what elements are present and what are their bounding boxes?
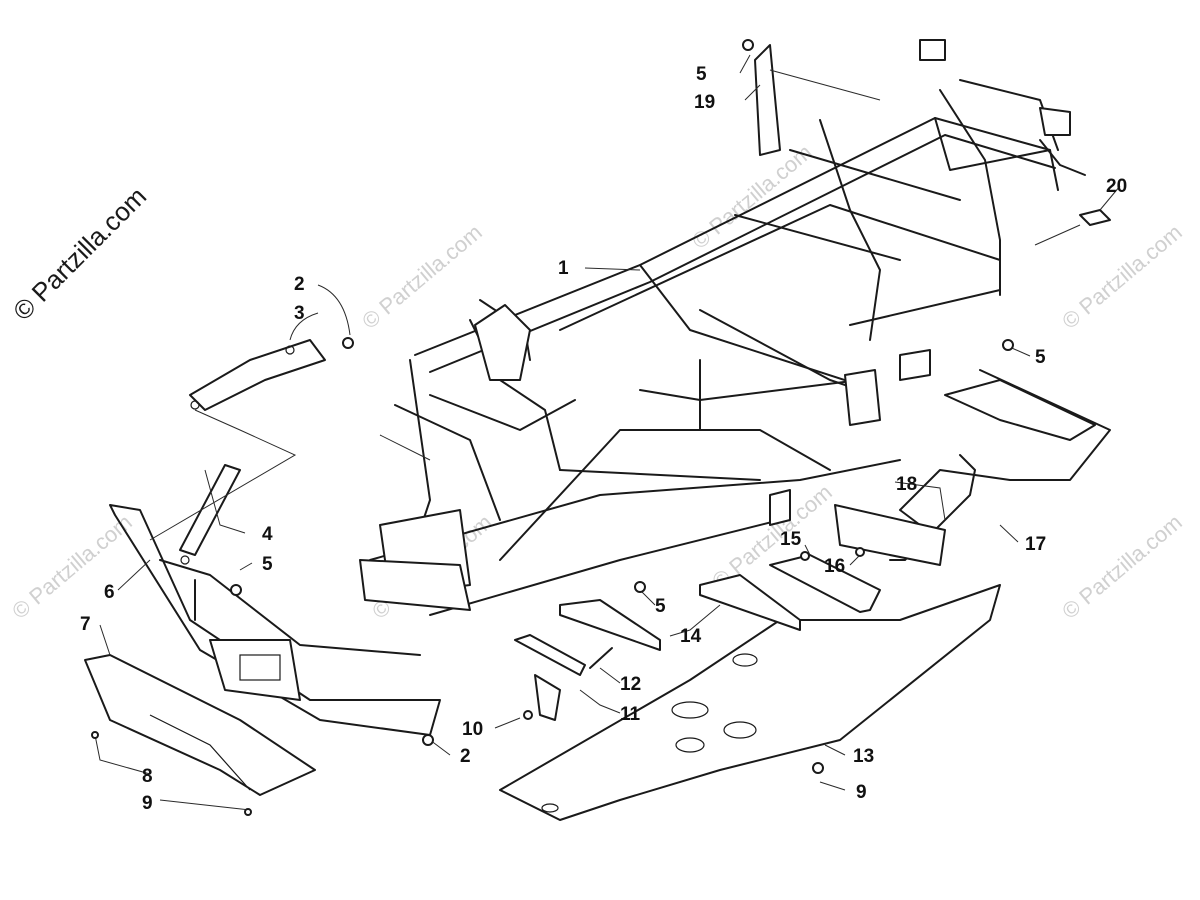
rear-label-20 [1079,209,1111,226]
callout-9: 9 [142,793,153,814]
callout-12: 12 [620,674,641,695]
copyright-watermark: © Partzilla.com [7,181,152,326]
pad-set [559,574,801,651]
bolt-icon [422,734,434,746]
nut-icon [855,547,865,557]
callout-5: 5 [655,596,666,617]
callout-5: 5 [696,64,707,85]
watermark: © Partzilla.com [7,509,137,623]
bolt-icon [742,39,754,51]
callout-6: 6 [104,582,115,603]
rivet-icon [244,808,252,816]
hardware [91,39,1014,816]
front-bumper [109,504,441,736]
callout-5: 5 [262,554,273,575]
callout-16: 16 [824,556,845,577]
nut-icon [523,710,533,720]
bolt-icon [634,581,646,593]
callout-2: 2 [460,746,471,767]
footrest-assembly [834,369,1111,566]
callout-5: 5 [1035,347,1046,368]
callout-17: 17 [1025,534,1046,555]
rivet-icon [91,731,99,739]
callout-7: 7 [80,614,91,635]
callout-14: 14 [680,626,702,647]
rivet-icon [812,762,824,774]
callout-13: 13 [853,746,874,767]
callout-20: 20 [1106,176,1127,197]
callout-labels: 1 2 3 4 5 6 7 8 9 5 19 20 5 18 17 15 16 … [80,64,1127,814]
watermark: © Partzilla.com [357,219,487,333]
leader-lines [94,54,1121,811]
bracket-11 [534,674,561,721]
callout-8: 8 [142,766,153,787]
watermark: © Partzilla.com [1057,219,1187,333]
callout-1: 1 [558,258,569,279]
front-plate [189,339,326,411]
callout-2: 2 [294,274,305,295]
callout-15: 15 [780,529,802,550]
callout-3: 3 [294,303,305,324]
callout-19: 19 [694,92,715,113]
main-skid-plate [499,584,1001,821]
callout-10: 10 [462,719,483,740]
plate-12 [514,634,586,676]
bolt-icon [589,647,613,669]
support-brace [179,464,241,565]
bolt-icon [342,337,354,349]
bolt-icon [1002,339,1014,351]
callout-4: 4 [262,524,273,545]
callout-18: 18 [896,474,917,495]
main-frame [359,39,1086,616]
nut-icon [800,551,810,561]
front-skid-plate [84,654,316,796]
bolt-icon [230,584,242,596]
watermark: © Partzilla.com [1057,509,1187,623]
watermark: © Partzilla.com [687,139,817,253]
rear-strap-19 [754,44,781,156]
callout-9: 9 [856,782,867,803]
callout-11: 11 [620,704,641,725]
